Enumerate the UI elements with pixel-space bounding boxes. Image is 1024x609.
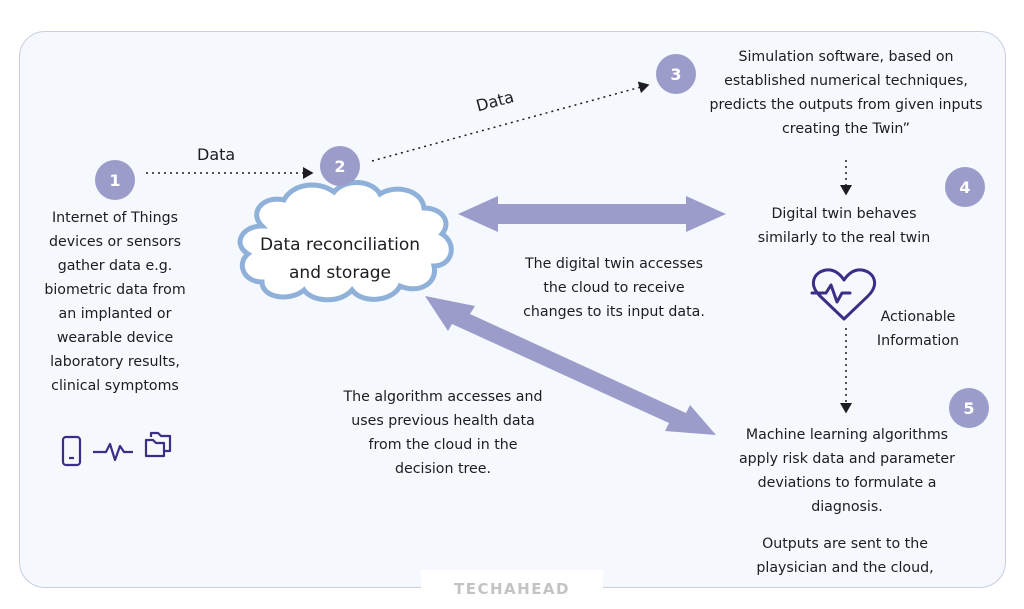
step-5-line: apply risk data and parameter bbox=[738, 451, 955, 467]
step-1-line: an implanted or bbox=[58, 306, 172, 322]
twin-access-line: changes to its input data. bbox=[523, 304, 705, 320]
step-1-badge: 1 bbox=[95, 160, 135, 200]
step-1-line: biometric data from bbox=[44, 282, 186, 298]
twin-access-line: the cloud to receive bbox=[543, 280, 685, 296]
algorithm-line: The algorithm accesses and bbox=[343, 389, 543, 405]
phone-icon bbox=[61, 435, 82, 467]
algorithm-line: from the cloud in the bbox=[368, 437, 518, 453]
step-1-line: gather data e.g. bbox=[57, 258, 173, 274]
cloud-shape bbox=[237, 180, 454, 303]
diagram-panel bbox=[19, 31, 1006, 588]
step-3-line: established numerical techniques, bbox=[724, 73, 968, 89]
pulse-icon bbox=[93, 442, 133, 462]
step-4-line: Digital twin behaves bbox=[771, 206, 917, 222]
actionable-line: Actionable bbox=[880, 309, 956, 325]
step-3-text: Simulation software, based on establishe… bbox=[688, 45, 1004, 141]
step-3-line: predicts the outputs from given inputs bbox=[709, 97, 983, 113]
step-5-line: Machine learning algorithms bbox=[745, 427, 949, 443]
algorithm-text: The algorithm accesses and uses previous… bbox=[318, 385, 568, 481]
outputs-text: Outputs are sent to the playsician and t… bbox=[735, 532, 955, 580]
step-5-badge: 5 bbox=[949, 388, 989, 428]
actionable-line: Information bbox=[876, 333, 960, 349]
cloud-label: Data reconciliation and storage bbox=[245, 231, 435, 287]
step-3-line: Simulation software, based on bbox=[738, 49, 954, 65]
double-arrow-cloud-algorithms bbox=[425, 296, 716, 435]
twin-access-line: The digital twin accesses bbox=[524, 256, 704, 272]
step-4-line: similarly to the real twin bbox=[757, 230, 931, 246]
outputs-line: Outputs are sent to the bbox=[762, 536, 928, 552]
algorithm-line: uses previous health data bbox=[351, 413, 535, 429]
techahead-watermark: TECHAHEAD bbox=[421, 570, 603, 607]
cloud-label-line2: and storage bbox=[289, 263, 391, 283]
step-1-text: Internet of Things devices or sensors ga… bbox=[22, 206, 208, 398]
step-4-badge: 4 bbox=[945, 167, 985, 207]
double-arrow-cloud-twin bbox=[458, 196, 726, 232]
cloud-label-line1: Data reconciliation bbox=[259, 235, 421, 255]
algorithm-line: decision tree. bbox=[394, 461, 492, 477]
step-4-text: Digital twin behaves similarly to the re… bbox=[734, 202, 954, 250]
step-1-line: wearable device bbox=[56, 330, 174, 346]
actionable-information-text: Actionable Information bbox=[862, 305, 974, 353]
step-1-line: laboratory results, bbox=[50, 354, 180, 370]
twin-access-text: The digital twin accesses the cloud to r… bbox=[494, 252, 734, 324]
step-5-line: diagnosis. bbox=[811, 499, 883, 515]
outputs-line: playsician and the cloud, bbox=[756, 560, 934, 576]
step-1-line: Internet of Things bbox=[51, 210, 179, 226]
data-label-1: Data bbox=[197, 145, 236, 164]
step-5-text: Machine learning algorithms apply risk d… bbox=[716, 423, 978, 519]
step-3-badge: 3 bbox=[656, 54, 696, 94]
step-5-line: deviations to formulate a bbox=[757, 475, 937, 491]
step-2-badge: 2 bbox=[320, 146, 360, 186]
heart-pulse-icon bbox=[810, 268, 877, 321]
step-1-line: clinical symptoms bbox=[51, 378, 179, 394]
step-3-line: creating the Twin” bbox=[782, 121, 910, 137]
step-1-line: devices or sensors bbox=[49, 234, 181, 250]
folders-icon bbox=[144, 431, 172, 458]
